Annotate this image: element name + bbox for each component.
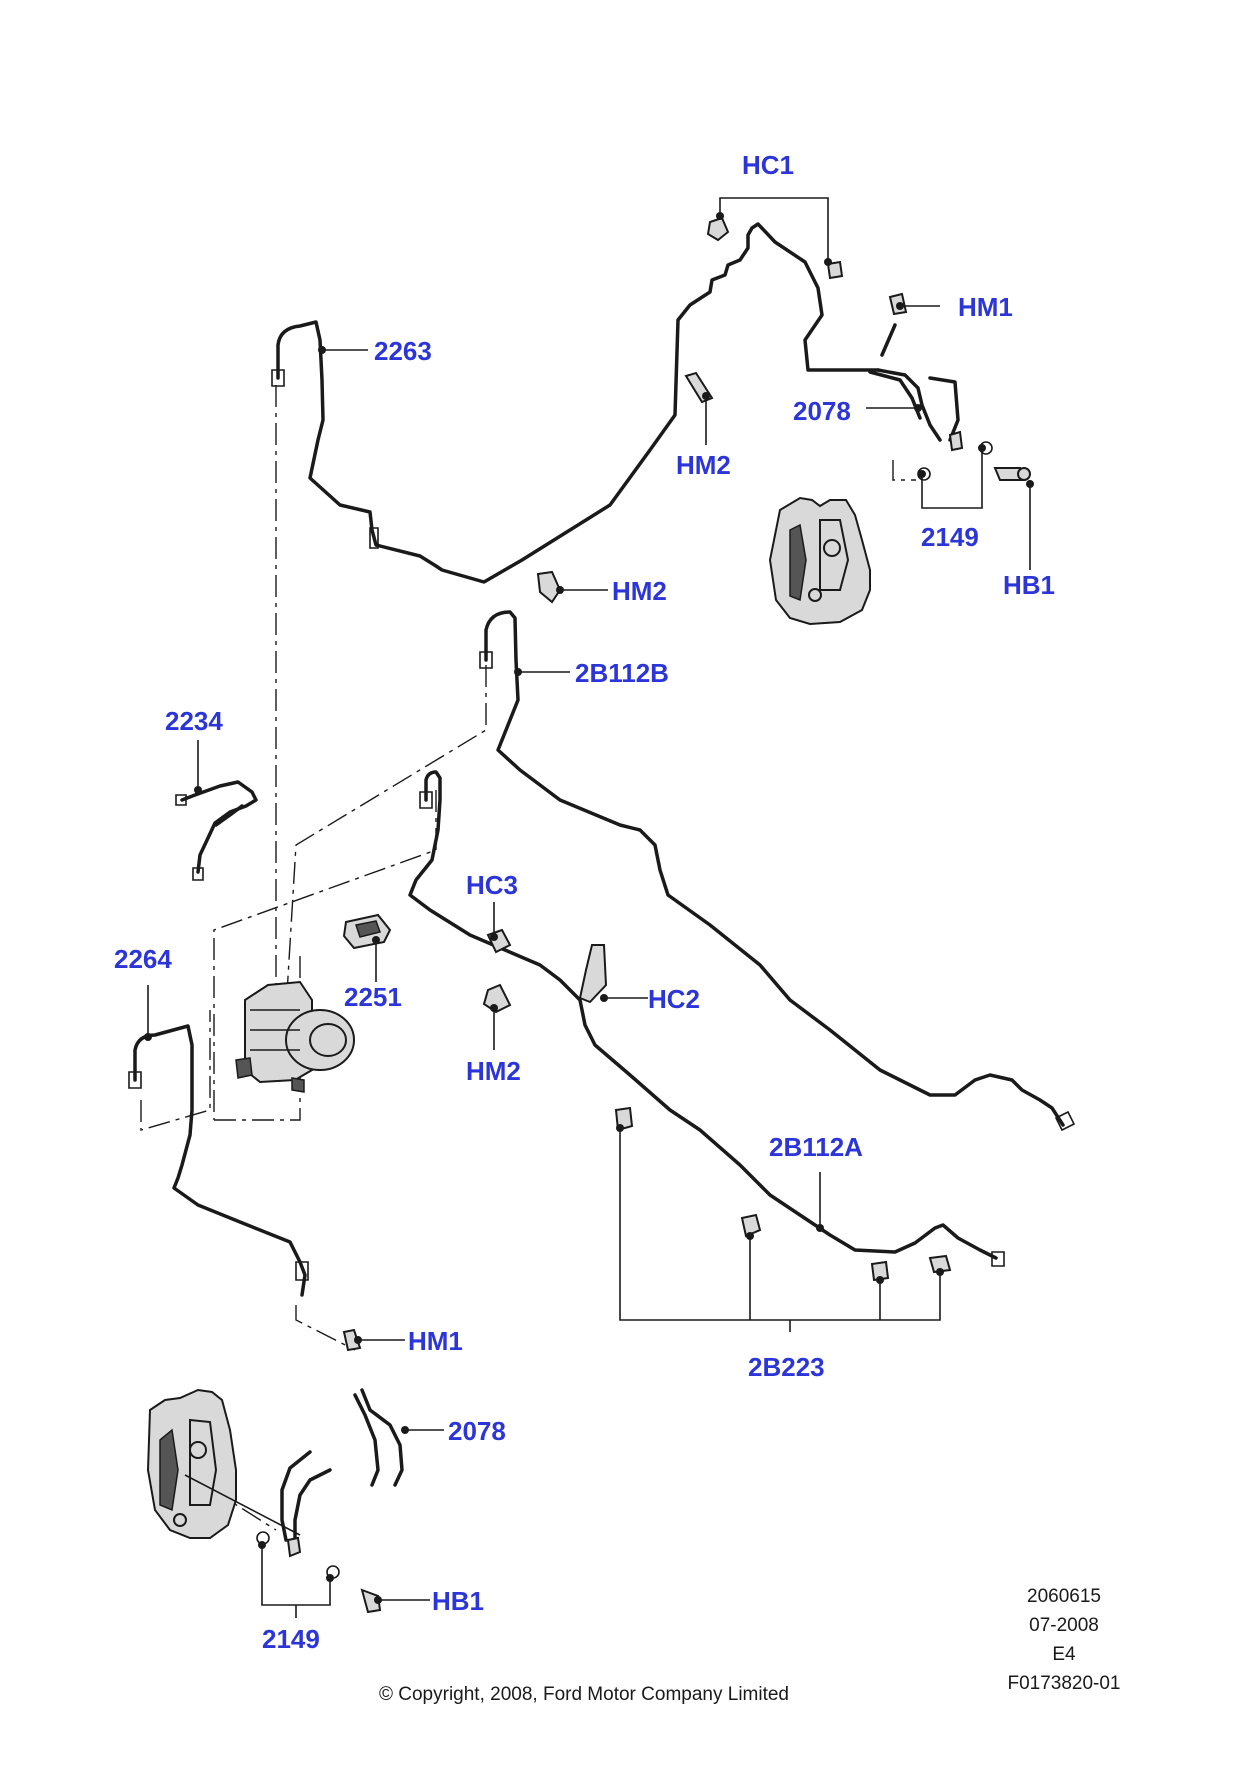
label-hc1: HC1 [742, 150, 794, 180]
clip-hc3 [486, 928, 512, 954]
clip-hc2 [578, 944, 608, 1004]
label-2149-top: 2149 [921, 522, 979, 552]
bracket-2251 [342, 913, 392, 950]
label-2251: 2251 [344, 982, 402, 1012]
label-2B223: 2B223 [748, 1352, 825, 1382]
label-hm1-bottom: HM1 [408, 1326, 463, 1356]
brake-pipe-2B112B [484, 610, 1065, 1127]
abs-modulator-unit [235, 980, 355, 1093]
label-2149-bottom: 2149 [262, 1624, 320, 1654]
label-2078-top: 2078 [793, 396, 851, 426]
leader-dots [144, 212, 1034, 1604]
bolt-hb1-top [993, 467, 1031, 481]
washer-2149-top [917, 430, 993, 481]
diagram-code: 2060615 [1027, 1586, 1101, 1607]
label-2263: 2263 [374, 336, 432, 366]
label-2B112B: 2B112B [575, 658, 669, 688]
clip-2b223-4 [928, 1254, 952, 1274]
brake-caliper-top [768, 496, 871, 626]
diagram-date: 07-2008 [1029, 1615, 1099, 1636]
label-hm1-top: HM1 [958, 292, 1013, 322]
label-2234: 2234 [165, 706, 223, 736]
brake-pipe-2263 [276, 222, 880, 584]
clip-hm2-mid [536, 570, 562, 604]
brake-caliper-bottom [146, 1388, 301, 1539]
label-hb1-top: HB1 [1003, 570, 1055, 600]
label-hm2-top: HM2 [676, 450, 731, 480]
leader-lines [147, 197, 1031, 1618]
clip-hm1-bottom [342, 1328, 362, 1352]
bolt-hb1-bottom [360, 1588, 382, 1614]
label-hm2-mid: HM2 [612, 576, 667, 606]
clip-2b223-2 [740, 1213, 762, 1238]
brake-pipe-2264 [133, 1024, 307, 1297]
label-2B112A: 2B112A [769, 1132, 863, 1162]
brake-pipe-2B112A [408, 770, 998, 1260]
label-hc2: HC2 [648, 984, 700, 1014]
label-hb1-bottom: HB1 [432, 1586, 484, 1616]
copyright: © Copyright, 2008, Ford Motor Company Li… [379, 1684, 789, 1705]
brake-hose-2078-top [868, 323, 960, 442]
diagram-ref: F0173820-01 [1007, 1673, 1120, 1694]
diagram-edition: E4 [1052, 1644, 1076, 1665]
clip-hc1-left [706, 216, 730, 242]
washer-2149-bottom [256, 1531, 340, 1579]
label-2078-bottom: 2078 [448, 1416, 506, 1446]
clip-hc1-right [826, 260, 844, 280]
brake-pipe-2234 [175, 780, 258, 881]
label-2264: 2264 [114, 944, 172, 974]
label-hc3: HC3 [466, 870, 518, 900]
clip-hm2-low [482, 983, 512, 1014]
brake-hose-2078-bottom [280, 1388, 404, 1542]
clip-2b223-3 [870, 1260, 890, 1282]
label-hm2-low: HM2 [466, 1056, 521, 1086]
